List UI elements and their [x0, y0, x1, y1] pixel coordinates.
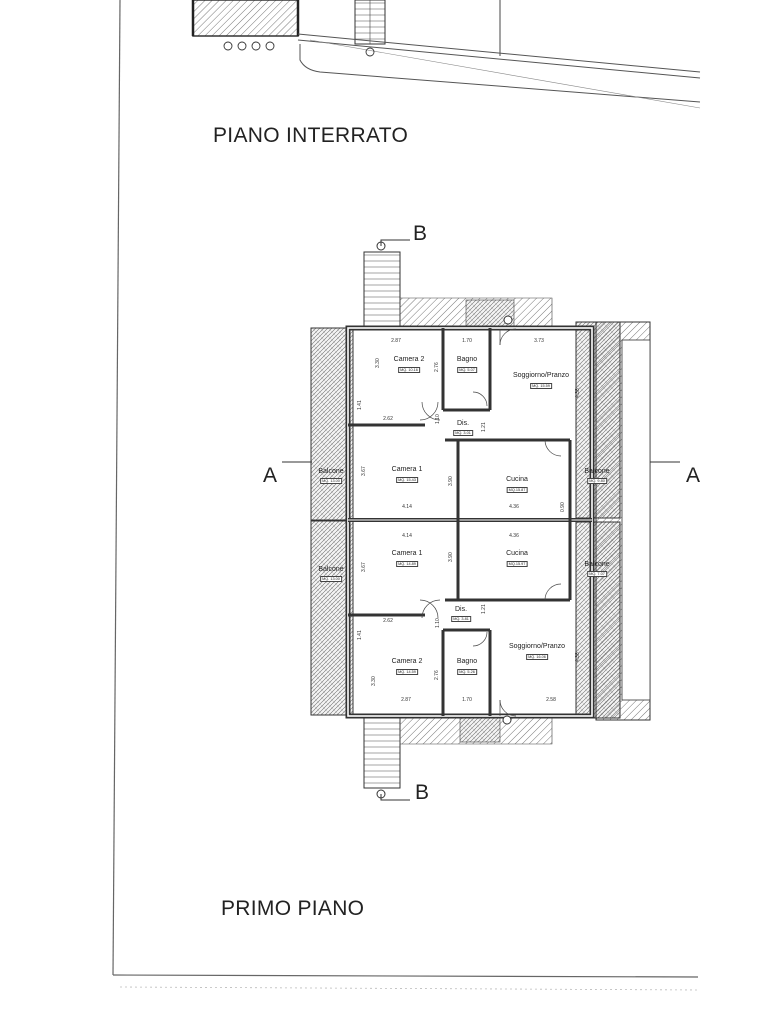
dim-top-cucina-height: 3.90: [448, 476, 454, 486]
basement-title: PIANO INTERRATO: [213, 124, 409, 147]
room-area-lower-camera2: MQ. 14.59: [396, 669, 418, 675]
dim-top-soggiorno-width: 3.73: [534, 338, 544, 344]
dim-bot-camera1-width: 4.14: [402, 533, 412, 539]
stair-bottom: [363, 717, 401, 789]
dim-top-camera2-width: 2.87: [391, 338, 401, 344]
room-area-lower-balcone-right: MQ. 7.07: [587, 571, 607, 577]
sheet-border-bottom: [112, 974, 699, 978]
room-label-upper-camera1: Camera 1: [391, 466, 423, 473]
dim-top-camera2-height: 3.30: [375, 358, 381, 368]
dim-bot-bagno-width: 1.70: [462, 697, 472, 703]
basement-ramp: [192, 0, 299, 37]
room-area-upper-soggiorno: MQ. 15.59: [530, 383, 552, 389]
basement-markers: [223, 41, 375, 57]
dim-bot-soggiorno-height: 4.38: [575, 652, 581, 662]
room-area-lower-balcone-left: MQ. 13.00: [320, 576, 342, 582]
section-markers: [376, 241, 513, 799]
room-label-upper-dis: Dis.: [456, 420, 470, 427]
dim-bot-bagno-height: 2.76: [434, 670, 440, 680]
room-label-upper-soggiorno: Soggiorno/Pranzo: [512, 372, 570, 379]
room-label-lower-soggiorno: Soggiorno/Pranzo: [508, 643, 566, 650]
dim-top-dis-height2: 1.21: [481, 422, 487, 432]
sheet-cut-line: [119, 986, 701, 991]
room-area-upper-balcone-right: MQ. 9.80: [587, 478, 607, 484]
room-label-upper-bagno: Bagno: [456, 356, 478, 363]
dim-bot-soggiorno-width: 2.58: [546, 697, 556, 703]
room-area-upper-dis: MQ. 3.01: [453, 430, 473, 436]
dim-bot-cucina-height: 3.90: [448, 552, 454, 562]
dim-bot-camera2-width: 2.87: [401, 697, 411, 703]
dim-top-dis-height: 1.10: [435, 414, 441, 424]
dim-bot-left-small: 1.41: [357, 630, 363, 640]
room-area-upper-cucina: MQ.15.87: [506, 487, 528, 493]
room-label-lower-bagno: Bagno: [456, 658, 478, 665]
stair-top: [363, 251, 401, 329]
room-label-upper-balcone-left: Balcone: [318, 468, 344, 475]
dim-bot-camera2-height: 3.30: [371, 676, 377, 686]
room-label-lower-cucina: Cucina: [506, 550, 528, 557]
dim-bot-dis-width: 2.62: [383, 618, 393, 624]
sheet-border-left: [112, 0, 121, 976]
room-area-upper-balcone-left: MQ. 13.00: [320, 478, 342, 484]
dim-top-bagno-width: 1.70: [462, 338, 472, 344]
dim-top-left-small: 1.41: [357, 400, 363, 410]
dim-top-mid-small: 0.90: [560, 502, 566, 512]
room-area-lower-cucina: MQ.15.97: [506, 561, 528, 567]
room-area-upper-camera1: MQ. 15.43: [396, 477, 418, 483]
room-label-lower-camera1: Camera 1: [391, 550, 423, 557]
dim-top-camera1-width: 4.14: [402, 504, 412, 510]
room-area-lower-bagno: MQ. 5.26: [457, 669, 477, 675]
dim-bot-dis-height: 1.10: [435, 618, 441, 628]
room-label-lower-balcone-right: Balcone: [584, 561, 610, 568]
door-swings: [419, 328, 562, 717]
dim-bot-dis-height2: 1.21: [481, 604, 487, 614]
dim-bot-camera1-height: 3.67: [361, 562, 367, 572]
section-b-bottom-label: B: [415, 781, 430, 804]
room-label-upper-camera2: Camera 2: [393, 356, 425, 363]
room-area-lower-camera1: MQ. 14.89: [396, 561, 418, 567]
dim-top-bagno-height: 2.76: [434, 362, 440, 372]
dim-top-cucina-width: 4.36: [509, 504, 519, 510]
room-label-upper-balcone-right: Balcone: [584, 468, 610, 475]
first-floor-title: PRIMO PIANO: [221, 897, 365, 920]
section-b-top-label: B: [413, 222, 428, 245]
room-area-upper-camera2: MQ. 10.16: [398, 367, 420, 373]
room-label-upper-cucina: Cucina: [506, 476, 528, 483]
dim-top-camera1-height: 3.67: [361, 466, 367, 476]
section-a-left-label: A: [263, 464, 278, 487]
room-area-upper-bagno: MQ. 5.07: [457, 367, 477, 373]
dim-bot-cucina-width: 4.36: [509, 533, 519, 539]
dim-top-soggiorno-height: 4.38: [575, 388, 581, 398]
basement-plan-fragment: [191, 0, 701, 109]
room-label-lower-camera2: Camera 2: [391, 658, 423, 665]
room-label-lower-dis: Dis.: [454, 606, 468, 613]
room-area-lower-soggiorno: MQ. 16.06: [526, 654, 548, 660]
dim-top-dis-width: 2.62: [383, 416, 393, 422]
room-area-lower-dis: MQ. 3.81: [451, 616, 471, 622]
section-a-right-label: A: [686, 464, 701, 487]
first-floor-plan: [282, 239, 680, 801]
room-label-lower-balcone-left: Balcone: [318, 566, 344, 573]
